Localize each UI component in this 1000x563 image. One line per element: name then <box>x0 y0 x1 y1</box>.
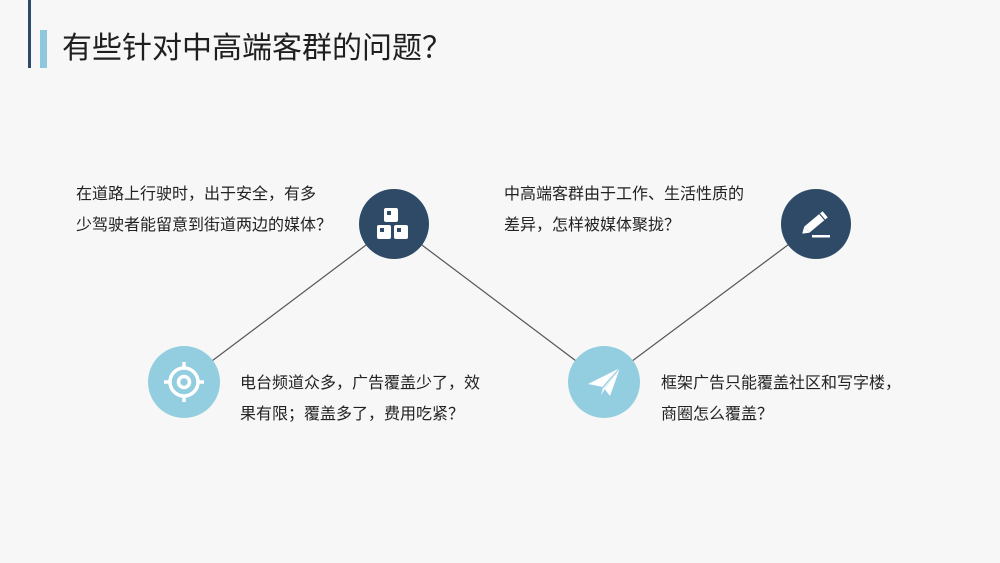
node-paper-plane <box>568 346 640 418</box>
point-text-line: 框架广告只能覆盖社区和写字楼， <box>661 373 902 392</box>
point-text-line: 少驾驶者能留意到街道两边的媒体？ <box>76 215 333 234</box>
point-text-line: 差异，怎样被媒体聚拢？ <box>504 215 681 234</box>
point-text-line: 中高端客群由于工作、生活性质的 <box>504 184 745 203</box>
connector-line-1 <box>183 223 395 383</box>
node-blocks <box>359 189 429 259</box>
point-text-line: 在道路上行驶时，出于安全，有多 <box>76 184 317 203</box>
connector-line-3 <box>603 223 817 383</box>
point-text-1: 在道路上行驶时，出于安全，有多 少驾驶者能留意到街道两边的媒体？ <box>76 178 332 240</box>
point-text-line: 果有限；覆盖多了，费用吃紧？ <box>240 404 465 423</box>
node-pen <box>781 189 851 259</box>
blocks-icon <box>377 208 408 239</box>
point-text-2: 电台频道众多，广告覆盖少了，效 果有限；覆盖多了，费用吃紧？ <box>240 367 480 429</box>
node-target <box>148 346 220 418</box>
point-text-3: 中高端客群由于工作、生活性质的 差异，怎样被媒体聚拢？ <box>504 178 744 240</box>
left-rule <box>28 0 31 68</box>
pen-icon <box>802 211 830 238</box>
target-icon <box>164 362 204 402</box>
paper-plane-icon <box>588 367 621 396</box>
point-text-line: 商圈怎么覆盖？ <box>661 404 774 423</box>
point-text-4: 框架广告只能覆盖社区和写字楼， 商圈怎么覆盖？ <box>661 367 901 429</box>
point-text-line: 电台频道众多，广告覆盖少了，效 <box>240 373 481 392</box>
slide-title: 有些针对中高端客群的问题？ <box>62 31 452 66</box>
connector-line-2 <box>393 223 605 383</box>
title-accent-bar <box>40 30 47 68</box>
